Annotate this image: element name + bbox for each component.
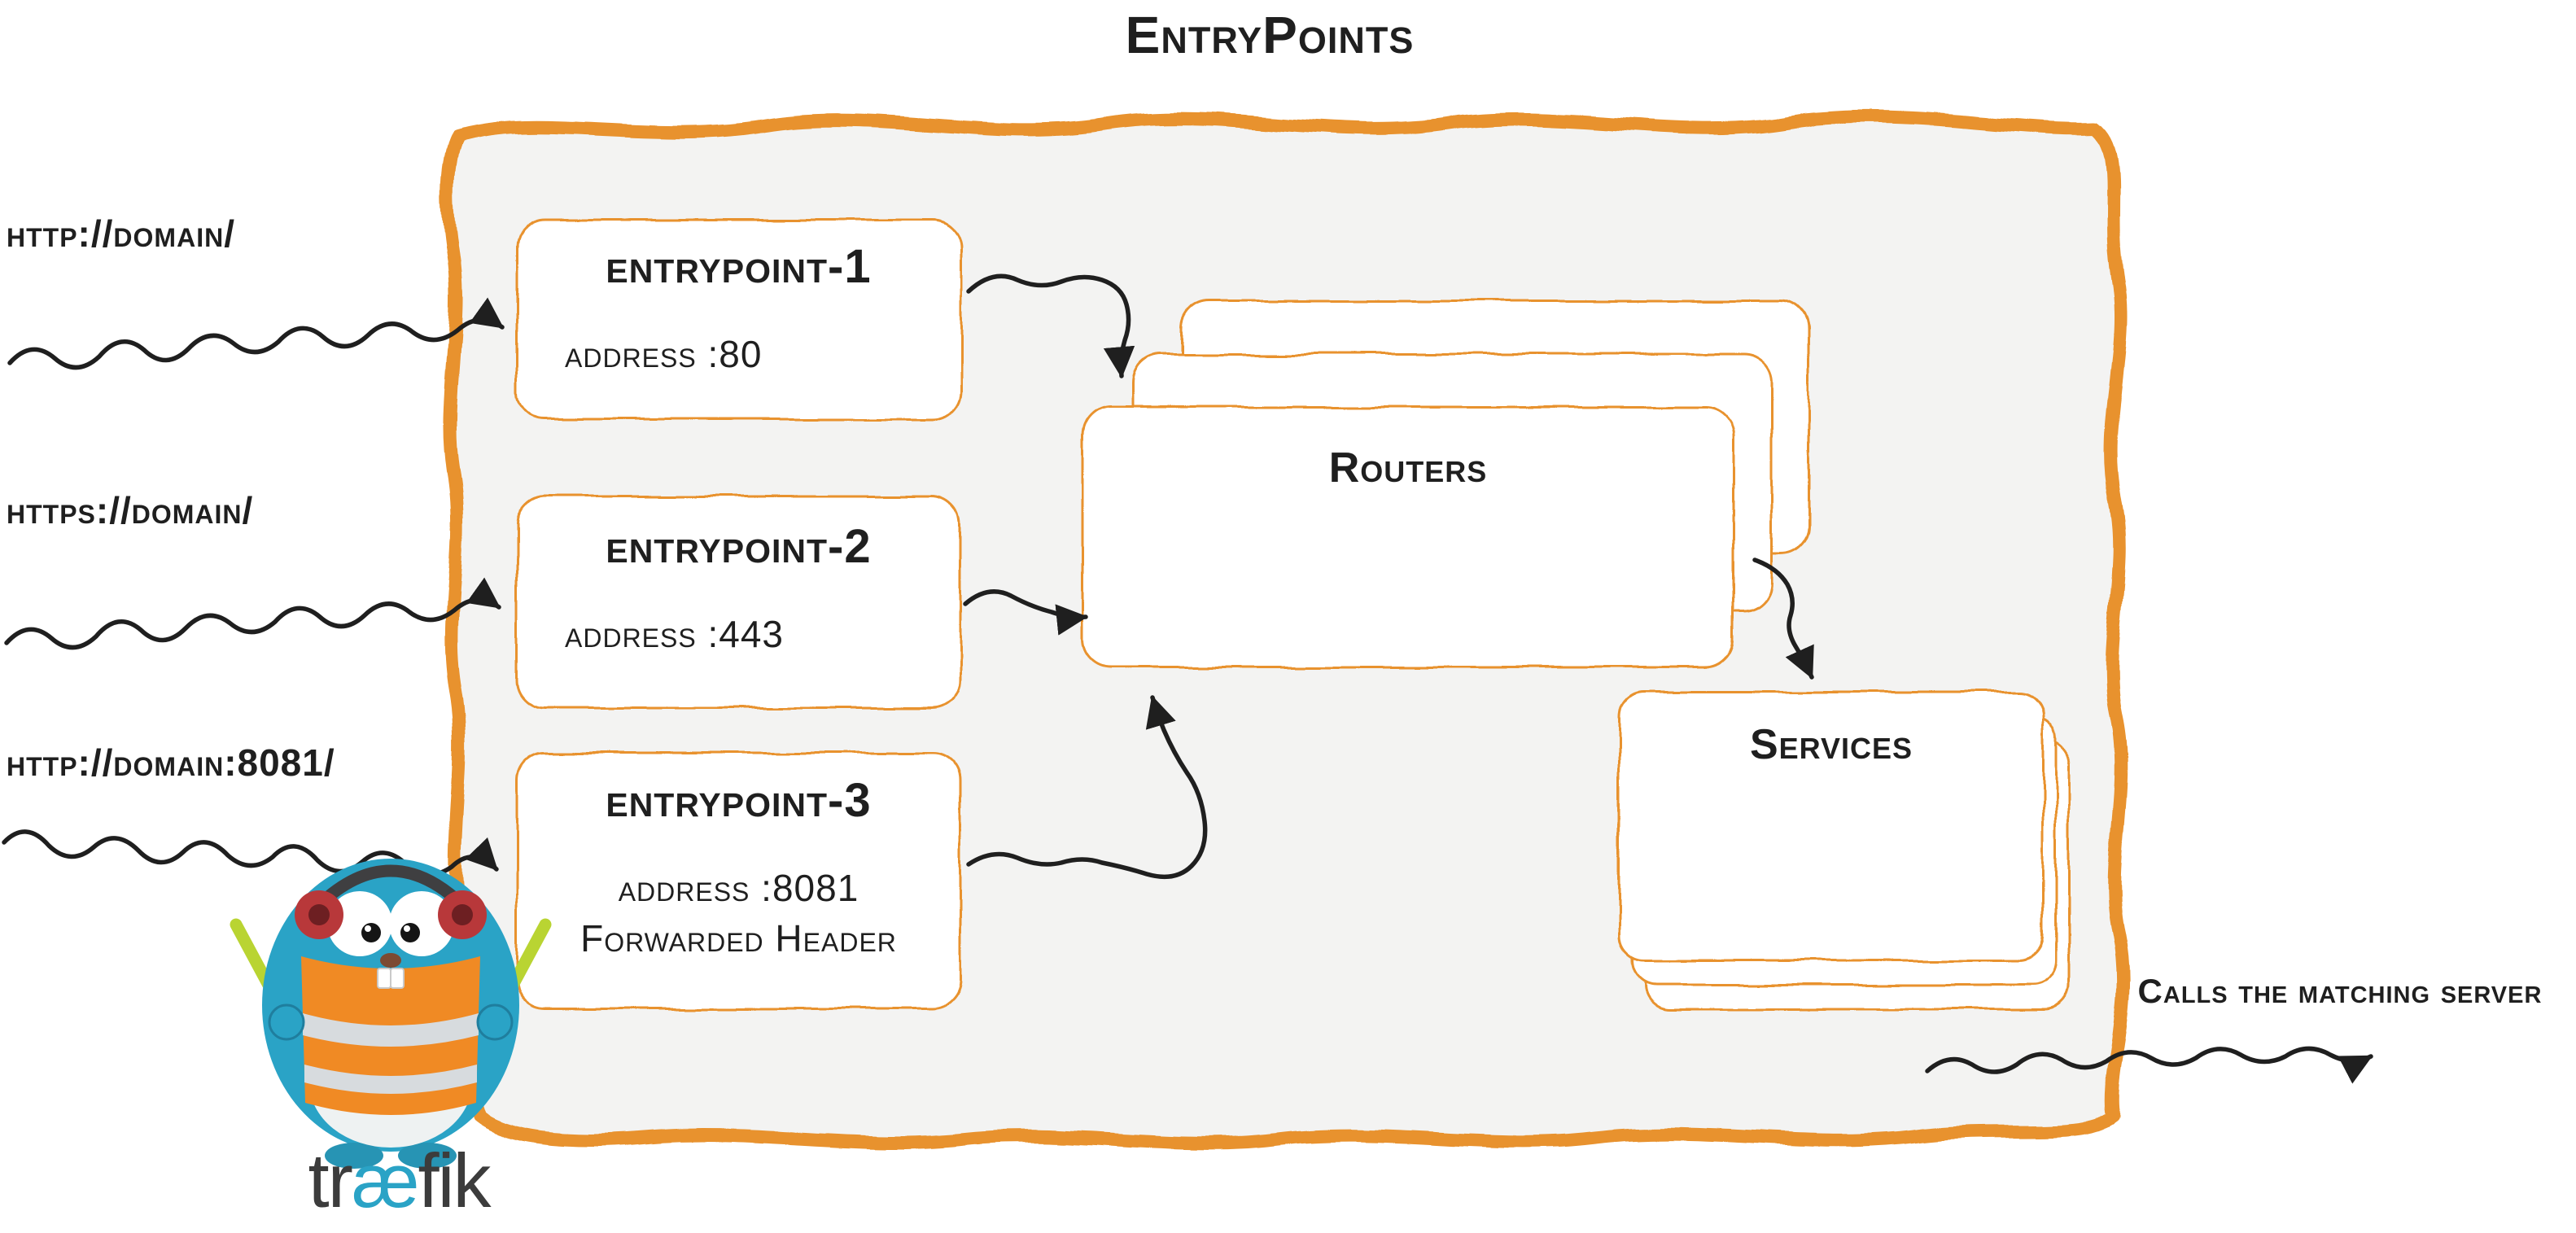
routers-stack xyxy=(1081,300,1810,669)
gopher-hand-left xyxy=(268,1003,305,1041)
entrypoint-2-box xyxy=(515,495,962,710)
services-label: Services xyxy=(1749,721,1913,768)
gopher-hand-right xyxy=(476,1003,514,1041)
arrow-entrypoint1-to-routers xyxy=(966,273,1135,378)
services-stack xyxy=(1618,690,2071,1011)
gopher-headphones-band xyxy=(313,864,469,912)
gopher-pupil-left xyxy=(361,923,381,942)
gopher-foot-right xyxy=(398,1143,457,1169)
entrypoint-1-address: address :80 xyxy=(565,333,763,375)
traefik-wordmark: træfik xyxy=(244,1143,553,1219)
routers-label: Routers xyxy=(1328,444,1488,492)
arrow-services-to-server xyxy=(1925,1046,2373,1084)
wordmark-ae: æ xyxy=(351,1138,420,1223)
traefik-gopher-logo xyxy=(230,859,552,1169)
gopher-tooth-right xyxy=(390,968,405,989)
diagram-title: EntryPoints xyxy=(1125,6,1415,64)
gopher-headphone-cup-right-inner xyxy=(452,904,473,925)
incoming-request-label-https: https://domain/ xyxy=(7,489,254,531)
incoming-request-label-http: http://domain/ xyxy=(7,212,235,255)
gopher-tooth-left xyxy=(377,968,391,989)
gopher-headphone-cup-left-inner xyxy=(308,904,330,925)
services-box xyxy=(1618,690,2045,962)
entrypoint-2-name: entrypoint-2 xyxy=(606,520,872,573)
entrypoint-3-forwarded-header: Forwarded Header xyxy=(580,917,897,960)
entrypoint-1-name: entrypoint-1 xyxy=(606,240,872,293)
outgoing-call-label: Calls the matching server xyxy=(2137,972,2543,1010)
gopher-pupil-right xyxy=(400,923,420,942)
wordmark-fik: fik xyxy=(418,1138,492,1223)
incoming-request-label-http-8081: http://domain:8081/ xyxy=(7,741,335,784)
vest-stripe-bottom xyxy=(304,1065,477,1094)
entrypoint-3-address: address :8081 xyxy=(618,867,859,909)
arrow-routers-to-services xyxy=(1752,557,1814,680)
arrow-entrypoint3-to-routers xyxy=(966,695,1208,880)
routers-box xyxy=(1081,405,1735,669)
entrypoint-3-name: entrypoint-3 xyxy=(606,774,872,827)
gopher-foot-left xyxy=(325,1143,383,1169)
entrypoint-3-box xyxy=(515,751,962,1011)
arrow-https-to-entrypoint2 xyxy=(4,577,501,650)
arrow-entrypoint2-to-routers xyxy=(963,589,1088,636)
gopher-glint-right xyxy=(404,925,410,932)
wordmark-tr: tr xyxy=(308,1138,352,1223)
gopher-nose xyxy=(380,953,401,968)
entrypoint-2-address: address :443 xyxy=(565,613,785,655)
entrypoint-1-box xyxy=(515,218,962,421)
vest-stripe-top xyxy=(303,1013,479,1047)
arrow-http-to-entrypoint1 xyxy=(7,297,505,370)
gopher-glint-left xyxy=(365,925,371,932)
